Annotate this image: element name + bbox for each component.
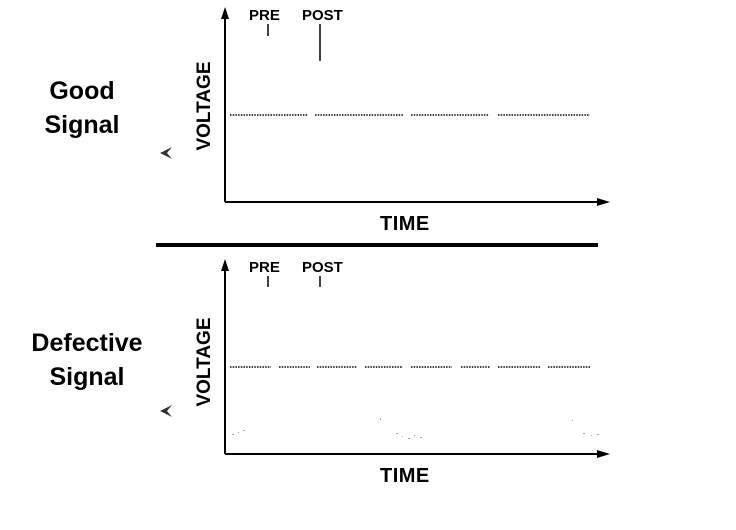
defective-post-marker-label: POST [302,259,343,276]
good-small-arrow-mark [160,147,172,159]
defective-time-axis-label: TIME [380,465,430,487]
defective-y-axis-arrow [221,259,229,271]
good-time-axis-label: TIME [380,213,430,235]
defective-signal-panel: Defective Signal VOLTAGE PRE POST TIME [0,250,736,530]
defective-signal-label: Defective Signal [18,326,156,394]
defective-noise-specks [232,418,599,439]
good-signal-label-line1: Good [49,77,115,105]
defective-signal-label-line2: Signal [49,363,125,391]
good-y-axis-arrow [221,7,229,19]
good-signal-panel: Good Signal VOLTAGE PRE POST TIME [0,0,736,240]
good-signal-label-line2: Signal [44,111,120,139]
defective-signal-plot [160,259,610,458]
defective-x-axis-arrow [597,450,610,458]
defective-signal-label-line1: Defective [31,329,143,357]
good-post-marker-label: POST [302,7,343,24]
defective-small-arrow-mark [160,405,172,417]
good-signal-label: Good Signal [30,74,134,142]
good-signal-plot [160,7,610,206]
defective-pre-marker-label: PRE [249,259,280,276]
panel-divider [156,243,598,247]
good-x-axis-arrow [597,198,610,206]
good-pre-marker-label: PRE [249,7,280,24]
